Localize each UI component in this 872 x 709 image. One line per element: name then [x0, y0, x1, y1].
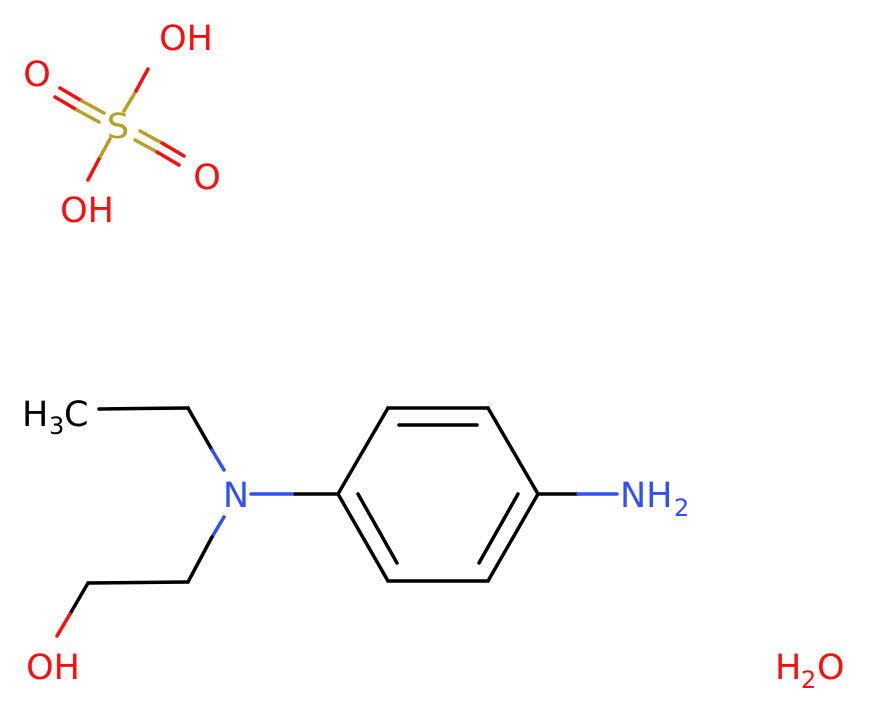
ring-bond-4: [486, 492, 540, 583]
bond-s-o-right-1b: [160, 141, 186, 158]
water-o: O: [817, 648, 845, 688]
bond-s-o-right-2b: [155, 150, 181, 167]
atom-o-right: O: [193, 158, 221, 198]
atom-oh-bottom: OH: [60, 191, 114, 231]
bond-s-oh-top-s-half: [122, 89, 138, 113]
nh2-subscript: 2: [674, 494, 689, 522]
bond-ch2-oh-red: [55, 612, 72, 638]
bond-ch2-oh-black: [68, 581, 90, 616]
bond-s-oh-top-o-half: [134, 67, 150, 93]
bond-s-o-left-1a: [58, 86, 84, 103]
ch3-subscript: 3: [49, 412, 64, 440]
ring-inner-right: [477, 492, 520, 565]
bond-s-o-left-2a: [53, 95, 79, 112]
atom-ch3: H 3 C: [22, 395, 88, 440]
bond-ch2-n-black: [186, 406, 214, 452]
ring-bond-1: [336, 406, 390, 496]
ring-bond-6: [336, 492, 390, 583]
ch3-h: H: [22, 395, 48, 435]
water-subscript: 2: [801, 666, 816, 694]
bond-ch3-ch2: [97, 406, 190, 411]
water-molecule: H 2 O: [775, 648, 845, 694]
sulfuric-acid: [53, 67, 186, 182]
bond-s-o-right-2a: [133, 138, 159, 154]
ring-bond-3: [486, 406, 540, 496]
bond-ch2-n-blue: [210, 448, 226, 472]
ring-inner-left: [356, 492, 399, 565]
atom-s: S: [107, 107, 129, 147]
bond-ch2-ch2: [86, 580, 190, 585]
atom-oh: OH: [26, 648, 80, 688]
bond-n-ch2-lower-black: [186, 535, 214, 584]
water-h: H: [775, 648, 801, 688]
amine-bonds: [55, 406, 619, 638]
atom-n: N: [223, 476, 249, 516]
nh2-nh: NH: [620, 476, 673, 516]
bond-n-ch2-lower-blue: [210, 515, 226, 539]
bond-s-o-left-1b: [80, 99, 106, 115]
ch3-c: C: [64, 395, 88, 435]
bond-s-o-right-1a: [138, 129, 164, 145]
bond-s-o-left-2b: [75, 108, 101, 124]
bond-s-oh-bottom-s-half: [97, 137, 112, 161]
atom-oh-top: OH: [159, 19, 213, 59]
atom-o-left: O: [23, 55, 51, 95]
atom-nh2: NH 2: [620, 476, 689, 522]
bond-s-oh-bottom-o-half: [86, 157, 101, 182]
